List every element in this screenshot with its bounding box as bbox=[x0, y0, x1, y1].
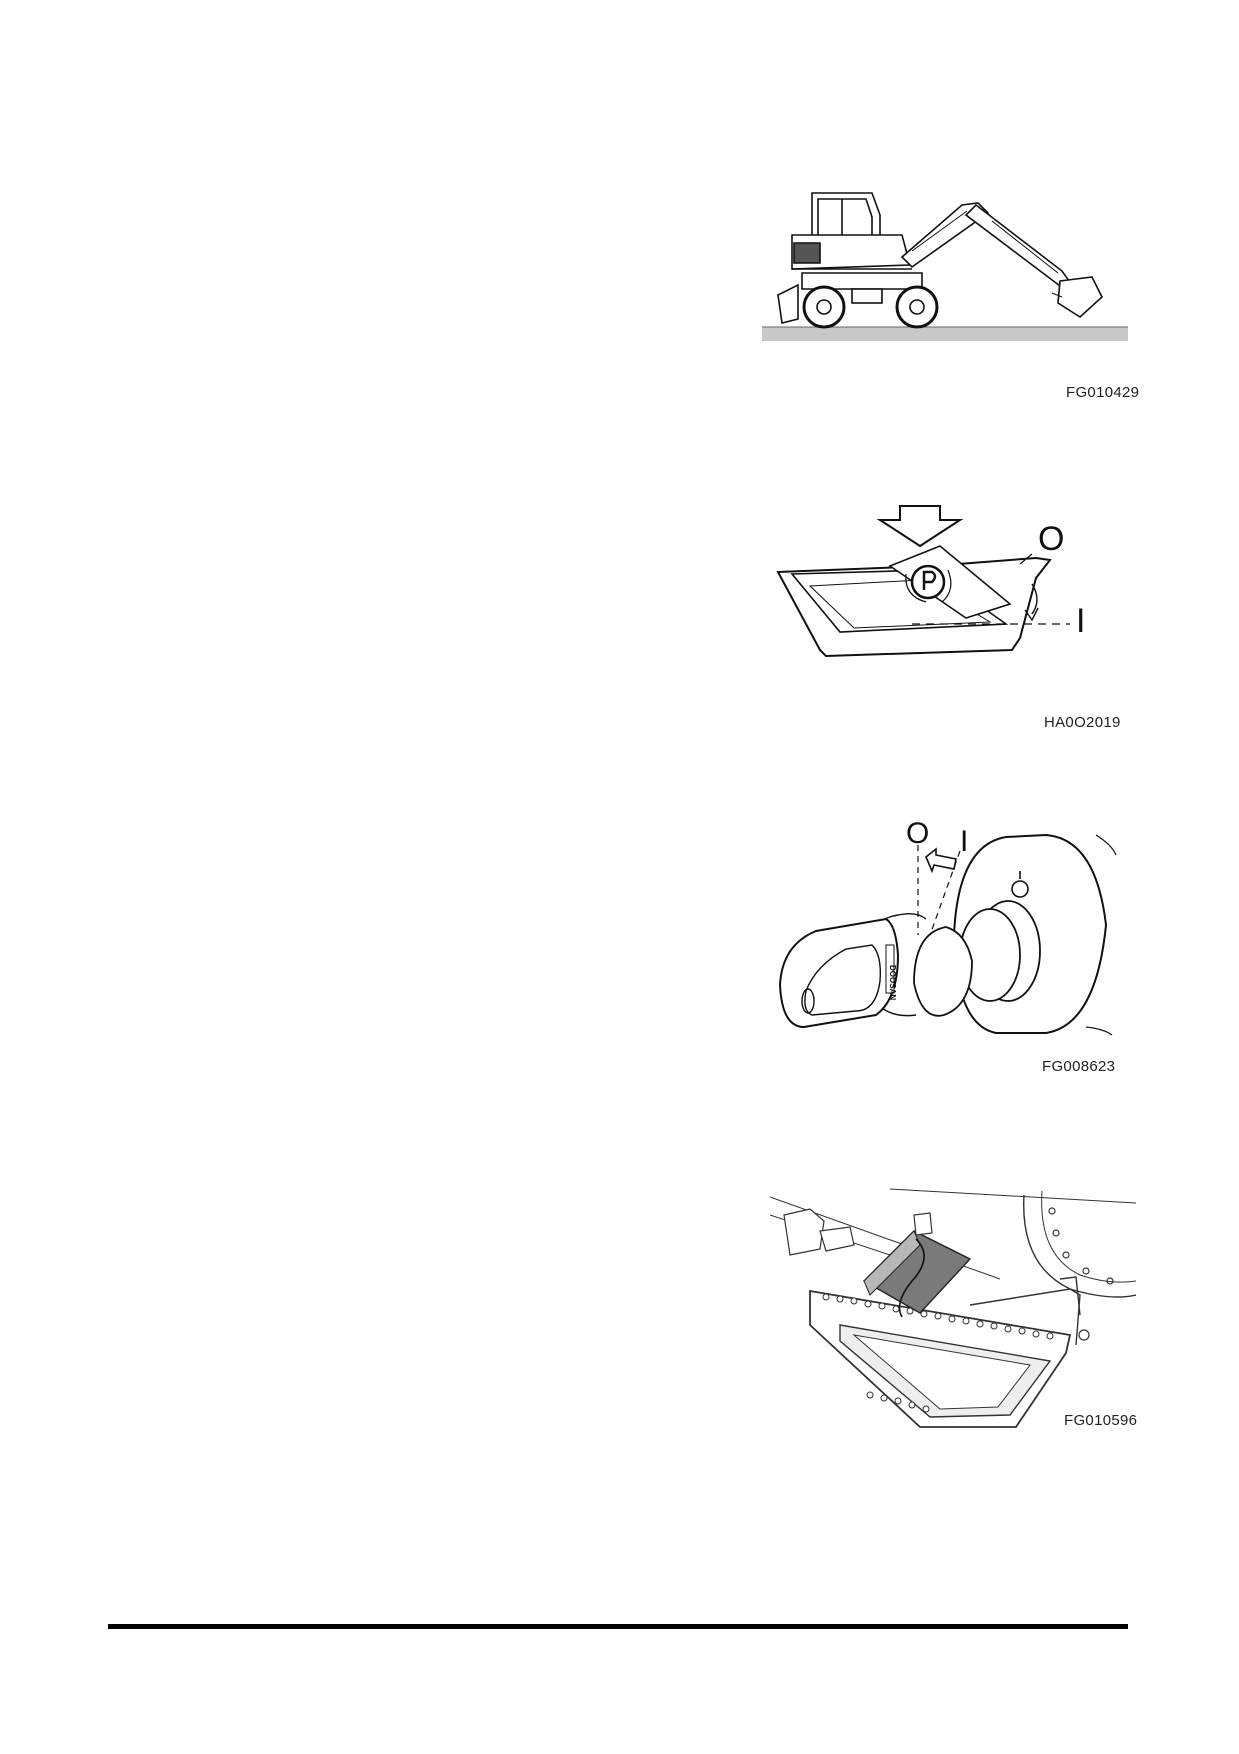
key-label-on: I bbox=[960, 825, 968, 858]
figure-parking-brake-caption: HA0O2019 bbox=[1044, 714, 1121, 731]
switch-label-on: I bbox=[1076, 602, 1085, 640]
figure-step-bracket bbox=[770, 1185, 1136, 1430]
figure-ignition-key: DOOSAN O I bbox=[776, 815, 1121, 1045]
step-bracket-illustration bbox=[770, 1188, 1136, 1428]
figure-parking-brake-switch: O I bbox=[770, 500, 1110, 670]
figure-ignition-key-caption: FG008623 bbox=[1042, 1058, 1116, 1075]
figure-step-bracket-caption: FG010596 bbox=[1064, 1412, 1138, 1429]
figure-excavator-caption: FG010429 bbox=[1066, 384, 1140, 401]
key-brand-label: DOOSAN bbox=[888, 965, 897, 1000]
key-position-icon bbox=[1011, 880, 1029, 898]
parking-brake-switch-illustration: O I bbox=[776, 505, 1085, 658]
excavator-illustration bbox=[762, 192, 1128, 341]
figure-excavator bbox=[762, 185, 1128, 345]
page-footer-rule bbox=[108, 1624, 1128, 1629]
ignition-key-illustration: DOOSAN O I bbox=[778, 817, 1117, 1036]
key-label-off: O bbox=[906, 817, 929, 850]
switch-label-off: O bbox=[1038, 520, 1064, 558]
